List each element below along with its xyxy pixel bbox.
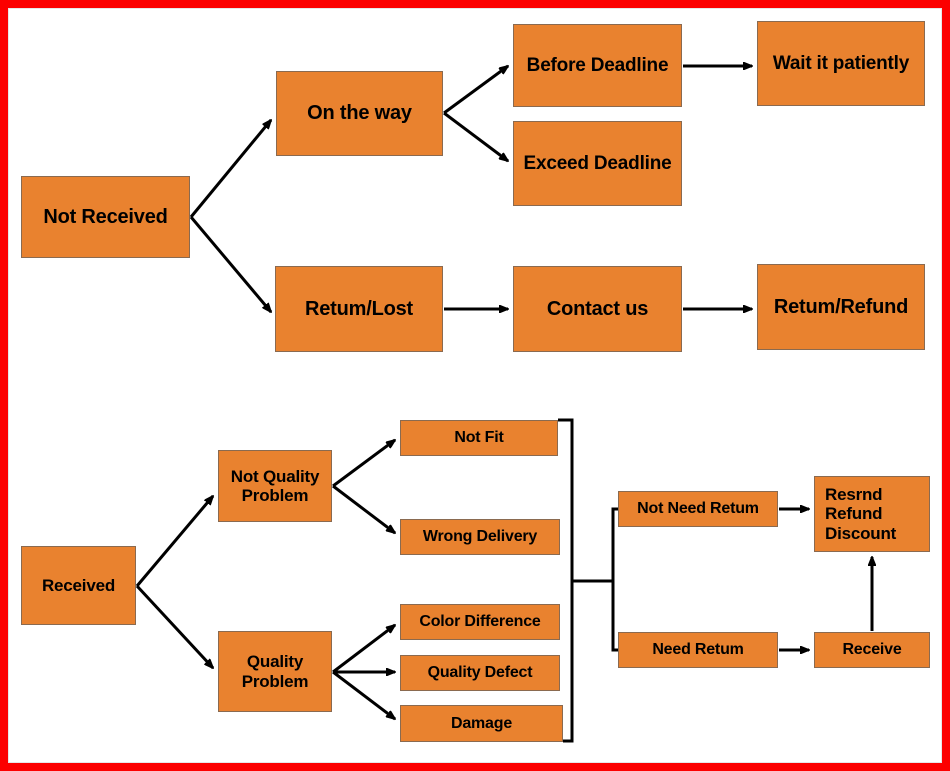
node-not-quality-problem[interactable]: Not Quality Problem [218,450,332,522]
edge-not-quality-problem-to-wrong-delivery [332,484,395,533]
node-color-difference[interactable]: Color Difference [400,604,560,640]
node-not-need-return[interactable]: Not Need Retum [618,491,778,527]
edge-not-quality-problem-to-not-fit [332,440,395,488]
node-contact-us[interactable]: Contact us [513,266,682,352]
node-not-fit[interactable]: Not Fit [400,420,558,456]
edge-quality-problem-to-color-difference [332,625,395,674]
node-damage[interactable]: Damage [400,705,563,742]
edge-quality-problem-to-damage [332,670,395,719]
node-on-the-way[interactable]: On the way [276,71,443,156]
node-quality-defect[interactable]: Quality Defect [400,655,560,691]
edge-on-the-way-to-exceed-deadline [443,111,508,161]
node-not-received[interactable]: Not Received [21,176,190,258]
node-need-return[interactable]: Need Retum [618,632,778,668]
node-return-lost[interactable]: Retum/Lost [275,266,443,352]
node-quality-problem[interactable]: Quality Problem [218,631,332,712]
edge-received-to-quality-problem [135,584,213,668]
edge-received-to-not-quality-problem [135,496,213,587]
edge-on-the-way-to-before-deadline [443,66,508,115]
node-wait-it-patiently[interactable]: Wait it patiently [757,21,925,106]
node-return-refund[interactable]: Retum/Refund [757,264,925,350]
edge-reasons-collector-bracket [558,418,574,743]
edge-outcome-splitter-bracket [611,507,618,652]
node-before-deadline[interactable]: Before Deadline [513,24,682,107]
node-wrong-delivery[interactable]: Wrong Delivery [400,519,560,555]
node-receive[interactable]: Receive [814,632,930,668]
edge-not-received-to-return-lost [189,216,271,312]
node-resrnd-refund-discount[interactable]: Resrnd Refund Discount [814,476,930,552]
node-exceed-deadline[interactable]: Exceed Deadline [513,121,682,206]
node-received[interactable]: Received [21,546,136,625]
edge-not-received-to-on-the-way [189,120,271,218]
